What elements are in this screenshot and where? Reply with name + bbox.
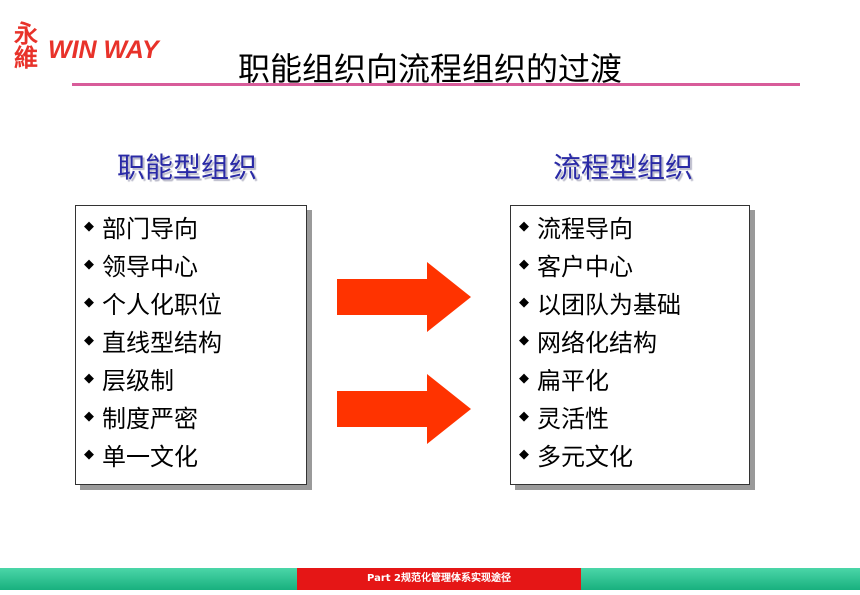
slide-title-text: 职能组织向流程组织的过渡 xyxy=(237,50,622,88)
title-underline xyxy=(72,83,800,86)
list-item: ◆ 以团队为基础 xyxy=(519,286,749,324)
diamond-bullet-icon: ◆ xyxy=(519,295,529,310)
right-arrow-icon xyxy=(337,374,471,444)
right-column-heading: 流程型组织 xyxy=(553,151,694,184)
list-item: ◆ 流程导向 xyxy=(519,210,749,248)
list-item-text: 制度严密 xyxy=(102,405,198,433)
right-arrow-icon xyxy=(337,262,471,332)
list-item-text: 以团队为基础 xyxy=(537,291,681,319)
list-item-text: 网络化结构 xyxy=(537,329,657,357)
diamond-bullet-icon: ◆ xyxy=(84,295,94,310)
diamond-bullet-icon: ◆ xyxy=(519,447,529,462)
diamond-bullet-icon: ◆ xyxy=(519,333,529,348)
footer-bar: Part 2规范化管理体系实现途径 xyxy=(0,568,860,590)
diamond-bullet-icon: ◆ xyxy=(519,257,529,272)
diamond-bullet-icon: ◆ xyxy=(84,333,94,348)
list-item: ◆ 部门导向 xyxy=(84,210,306,248)
list-item: ◆ 网络化结构 xyxy=(519,324,749,362)
list-item-text: 客户中心 xyxy=(537,253,633,281)
list-item-text: 层级制 xyxy=(102,367,174,395)
list-item: ◆ 制度严密 xyxy=(84,400,306,438)
diamond-bullet-icon: ◆ xyxy=(519,371,529,386)
list-item: ◆ 个人化职位 xyxy=(84,286,306,324)
left-column-heading: 职能型组织 xyxy=(117,151,258,184)
list-item: ◆ 领导中心 xyxy=(84,248,306,286)
list-item-text: 个人化职位 xyxy=(102,291,222,319)
list-item-text: 直线型结构 xyxy=(102,329,222,357)
logo-char-2: 維 xyxy=(14,43,38,72)
footer-label: Part 2规范化管理体系实现途径 xyxy=(297,568,581,590)
diamond-bullet-icon: ◆ xyxy=(84,409,94,424)
list-item-text: 扁平化 xyxy=(537,367,609,395)
logo-mark: 永 維 xyxy=(2,22,50,74)
diamond-bullet-icon: ◆ xyxy=(519,219,529,234)
process-org-list: ◆ 流程导向 ◆ 客户中心 ◆ 以团队为基础 ◆ 网络化结构 ◆ 扁平化 ◆ 灵活性 ◆ 多元… xyxy=(511,206,749,476)
list-item-text: 领导中心 xyxy=(102,253,198,281)
process-org-box: ◆ 流程导向 ◆ 客户中心 ◆ 以团队为基础 ◆ 网络化结构 ◆ 扁平化 ◆ 灵活性 ◆ 多元… xyxy=(510,205,750,485)
diamond-bullet-icon: ◆ xyxy=(84,257,94,272)
list-item-text: 流程导向 xyxy=(537,215,633,243)
diamond-bullet-icon: ◆ xyxy=(519,409,529,424)
list-item-text: 单一文化 xyxy=(102,443,198,471)
functional-org-box: ◆ 部门导向 ◆ 领导中心 ◆ 个人化职位 ◆ 直线型结构 ◆ 层级制 ◆ 制度严密 ◆ 单一… xyxy=(75,205,307,485)
logo-char-1: 永 xyxy=(14,19,38,48)
diamond-bullet-icon: ◆ xyxy=(84,371,94,386)
list-item: ◆ 客户中心 xyxy=(519,248,749,286)
list-item: ◆ 单一文化 xyxy=(84,438,306,476)
list-item: ◆ 多元文化 xyxy=(519,438,749,476)
slide-title: 职能组织向流程组织的过渡 xyxy=(0,44,860,90)
diamond-bullet-icon: ◆ xyxy=(84,447,94,462)
list-item: ◆ 扁平化 xyxy=(519,362,749,400)
list-item-text: 多元文化 xyxy=(537,443,633,471)
logo-text: WIN WAY xyxy=(48,36,159,64)
functional-org-list: ◆ 部门导向 ◆ 领导中心 ◆ 个人化职位 ◆ 直线型结构 ◆ 层级制 ◆ 制度严密 ◆ 单一… xyxy=(76,206,306,476)
list-item-text: 灵活性 xyxy=(537,405,609,433)
list-item: ◆ 直线型结构 xyxy=(84,324,306,362)
diamond-bullet-icon: ◆ xyxy=(84,219,94,234)
company-logo: 永 維 WIN WAY xyxy=(2,22,172,74)
list-item-text: 部门导向 xyxy=(102,215,198,243)
list-item: ◆ 灵活性 xyxy=(519,400,749,438)
list-item: ◆ 层级制 xyxy=(84,362,306,400)
